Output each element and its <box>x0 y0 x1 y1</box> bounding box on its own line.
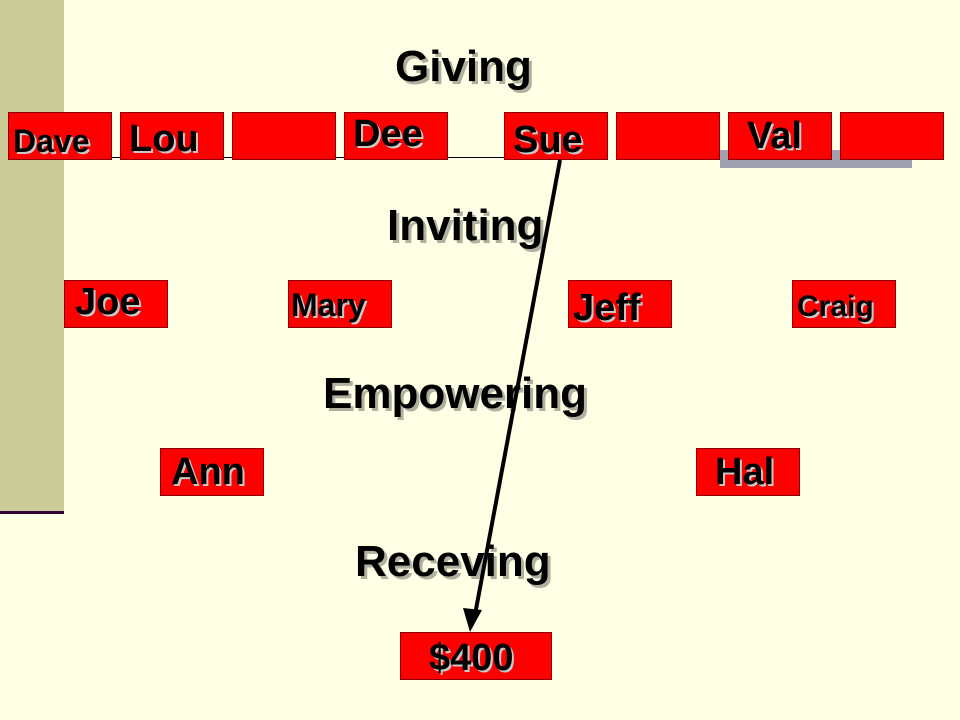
invitee-name: Jeff <box>573 287 641 329</box>
giver-box-dave: Dave <box>8 112 112 160</box>
giver-box-val: Val <box>728 112 832 160</box>
invitee-box-mary: Mary <box>288 280 392 328</box>
sidebar-bar <box>0 0 64 512</box>
invitee-name: Mary <box>291 287 366 323</box>
giver-box-sue: Sue <box>504 112 608 161</box>
empowered-name: Ann <box>171 451 245 493</box>
empowered-box-ann: Ann <box>160 448 264 496</box>
heading-inviting: Inviting <box>387 201 544 250</box>
heading-receiving: Receving <box>355 537 551 586</box>
sidebar-divider <box>0 511 64 514</box>
heading-empowering: Empowering <box>323 369 588 418</box>
invitee-name: Craig <box>797 290 874 323</box>
giver-name: Dave <box>13 123 90 159</box>
giver-name: Lou <box>129 118 199 160</box>
result-amount-box: $400 <box>400 632 552 680</box>
empowered-name: Hal <box>715 451 775 493</box>
giver-box-lou: Lou <box>120 112 224 160</box>
empowered-box-hal: Hal <box>696 448 800 496</box>
invitee-box-jeff: Jeff <box>568 280 672 329</box>
invitee-name: Joe <box>75 281 141 323</box>
giver-name: Val <box>747 115 802 157</box>
arrow-head-icon <box>463 608 482 632</box>
heading-giving: Giving <box>395 42 532 91</box>
giver-name: Dee <box>353 113 423 155</box>
invitee-box-joe: Joe <box>64 280 168 328</box>
giver-name: Sue <box>513 119 583 161</box>
invitee-box-craig: Craig <box>792 280 896 328</box>
giver-box-empty-2 <box>616 112 720 160</box>
giver-box-dee: Dee <box>344 112 448 160</box>
result-amount: $400 <box>429 637 514 679</box>
giver-box-empty-1 <box>232 112 336 160</box>
giver-box-empty-3 <box>840 112 944 160</box>
